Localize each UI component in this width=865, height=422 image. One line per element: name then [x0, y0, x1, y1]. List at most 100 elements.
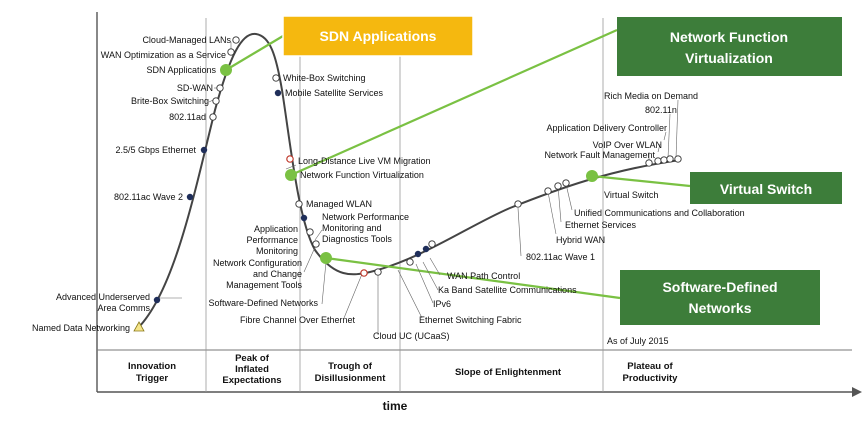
point-brite-box [212, 97, 220, 105]
label-ethernet-25: 2.5/5 Gbps Ethernet [115, 145, 196, 155]
point-virtual-switch [586, 170, 598, 182]
leader-lines [158, 42, 679, 335]
label-named-data: Named Data Networking [32, 323, 130, 333]
label-long-distance-vm: Long-Distance Live VM Migration [298, 156, 431, 166]
point-ethernet-switching [406, 258, 414, 266]
hype-curve [137, 32, 681, 329]
phase-labels: Innovation Trigger Peak of Inflated Expe… [128, 353, 678, 386]
phase-plateau-line-2: Productivity [623, 373, 679, 384]
label-80211ad: 802.11ad [169, 112, 206, 122]
callout-sdn-applications: SDN Applications [282, 15, 474, 57]
point-adc [660, 156, 668, 164]
point-long-distance-vm [286, 155, 294, 163]
data-points [133, 36, 682, 332]
label-nccm-3: Management Tools [226, 280, 302, 290]
point-hybrid-wan [544, 187, 552, 195]
label-fcoe: Fibre Channel Over Ethernet [240, 315, 356, 325]
point-managed-wlan [295, 200, 303, 208]
label-apm-2: Performance [246, 235, 298, 245]
label-wave1: 802.11ac Wave 1 [526, 252, 595, 262]
point-wan-optimization [227, 48, 235, 56]
callout-nfv-line-1: Network Function [670, 29, 788, 45]
callout-sdn-applications-text: SDN Applications [320, 28, 437, 44]
phase-peak-line-3: Expectations [222, 375, 281, 386]
connector-sdn-applications [225, 35, 284, 71]
label-advanced-underserved-2: Area Comms [97, 303, 150, 313]
point-fcoe [360, 269, 368, 277]
connector-nfv [290, 28, 618, 177]
label-80211n: 802.11n [645, 105, 677, 115]
callout-virtual-switch-text: Virtual Switch [720, 181, 812, 197]
point-ka-band [422, 245, 430, 253]
callout-virtual-switch: Virtual Switch [690, 172, 842, 204]
point-ethernet-25 [200, 146, 208, 154]
label-hybrid-wan: Hybrid WAN [556, 235, 605, 245]
label-ucc: Unified Communications and Collaboration [574, 208, 745, 218]
label-nfv: Network Function Virtualization [300, 170, 424, 180]
callout-sdnet-line-1: Software-Defined [662, 279, 777, 295]
as-of-note: As of July 2015 [607, 336, 669, 346]
label-ka-band: Ka Band Satellite Communications [438, 285, 577, 295]
callout-nfv: Network Function Virtualization [617, 17, 842, 76]
point-sdn-applications [220, 64, 232, 76]
label-ipv6: IPv6 [433, 299, 451, 309]
label-voip-wlan: VoIP Over WLAN [593, 140, 662, 150]
point-80211ad [209, 113, 217, 121]
label-wan-path: WAN Path Control [447, 271, 520, 281]
label-sdn-applications: SDN Applications [146, 65, 216, 75]
label-rich-media: Rich Media on Demand [604, 91, 698, 101]
phase-trough-line-2: Disillusionment [315, 373, 387, 384]
label-wan-optimization: WAN Optimization as a Service [101, 50, 226, 60]
point-wan-path [428, 240, 436, 248]
label-apm-1: Application [254, 224, 298, 234]
label-nccm-2: and Change [253, 269, 302, 279]
phase-peak-line-2: Inflated [235, 364, 269, 375]
point-fault-mgmt [645, 159, 653, 167]
label-cloud-managed-lans: Cloud-Managed LANs [142, 35, 231, 45]
x-axis-arrow-icon [852, 387, 862, 397]
point-advanced-underserved [153, 296, 161, 304]
point-nccm [312, 240, 320, 248]
x-axis-label: time [383, 399, 408, 413]
point-wave2 [186, 193, 194, 201]
point-voip-wlan [654, 157, 662, 165]
technology-labels: Cloud-Managed LANs WAN Optimization as a… [32, 35, 745, 341]
point-ucc [562, 179, 570, 187]
label-sdn: Software-Defined Networks [208, 298, 318, 308]
point-named-data [133, 321, 145, 332]
point-ipv6 [414, 250, 422, 258]
point-apm [306, 228, 314, 236]
label-mobile-satellite: Mobile Satellite Services [285, 88, 384, 98]
label-virtual-switch: Virtual Switch [604, 190, 658, 200]
label-sd-wan: SD-WAN [177, 83, 213, 93]
point-white-box [272, 74, 280, 82]
point-rich-media [674, 155, 682, 163]
callout-sdnet: Software-Defined Networks [620, 270, 820, 325]
label-cloud-uc: Cloud UC (UCaaS) [373, 331, 450, 341]
phase-trough-line-1: Trough of [328, 361, 373, 372]
label-advanced-underserved-1: Advanced Underserved [56, 292, 150, 302]
point-sd-wan [216, 84, 224, 92]
phase-peak-line-1: Peak of [235, 353, 270, 364]
label-npmdt-2: Monitoring and [322, 223, 382, 233]
callout-sdnet-line-2: Networks [688, 300, 751, 316]
label-ethernet-switching: Ethernet Switching Fabric [419, 315, 522, 325]
label-ethernet-services: Ethernet Services [565, 220, 637, 230]
label-npmdt-1: Network Performance [322, 212, 409, 222]
label-nccm-1: Network Configuration [213, 258, 302, 268]
phase-slope: Slope of Enlightenment [455, 367, 562, 378]
point-nfv [285, 169, 297, 181]
phase-innovation-line-2: Trigger [136, 373, 169, 384]
label-apm-3: Monitoring [256, 246, 298, 256]
label-npmdt-3: Diagnostics Tools [322, 234, 392, 244]
point-cloud-managed-lans [232, 36, 240, 44]
label-white-box: White-Box Switching [283, 73, 366, 83]
label-adc: Application Delivery Controller [546, 123, 667, 133]
label-fault-mgmt: Network Fault Management [544, 150, 655, 160]
point-npmdt [300, 214, 308, 222]
phase-innovation-line-1: Innovation [128, 361, 176, 372]
connector-sdnet [325, 256, 621, 300]
point-ethernet-services [554, 182, 562, 190]
